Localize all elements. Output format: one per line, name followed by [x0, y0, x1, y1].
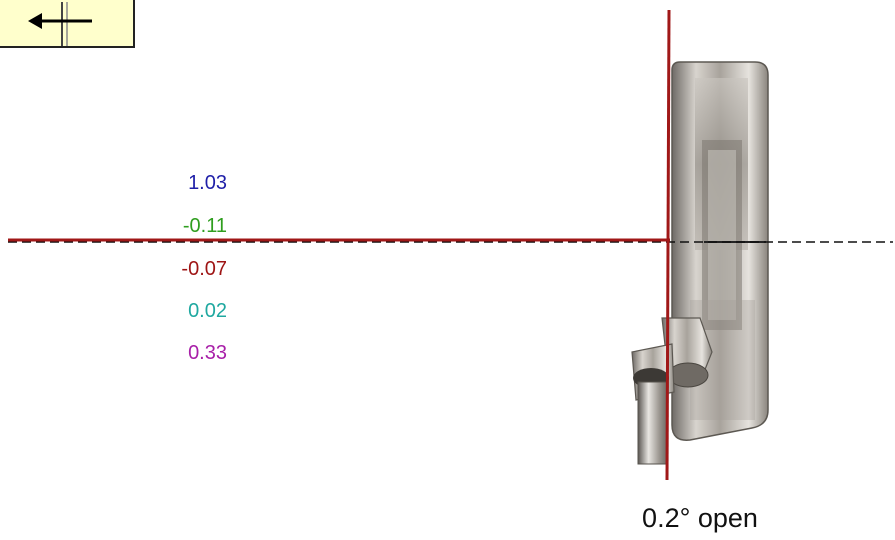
reading-3: -0.07 — [181, 258, 227, 280]
putter-head-image — [631, 61, 769, 465]
reading-2: -0.11 — [182, 215, 227, 237]
left-arrow-icon — [28, 2, 92, 46]
back-button[interactable] — [0, 0, 135, 48]
face-angle-label: 0.2° open — [642, 503, 758, 533]
reading-1: 1.03 — [188, 172, 227, 194]
reading-5: 0.33 — [188, 342, 227, 364]
face-line — [665, 9, 671, 481]
reading-4: 0.02 — [188, 300, 227, 322]
